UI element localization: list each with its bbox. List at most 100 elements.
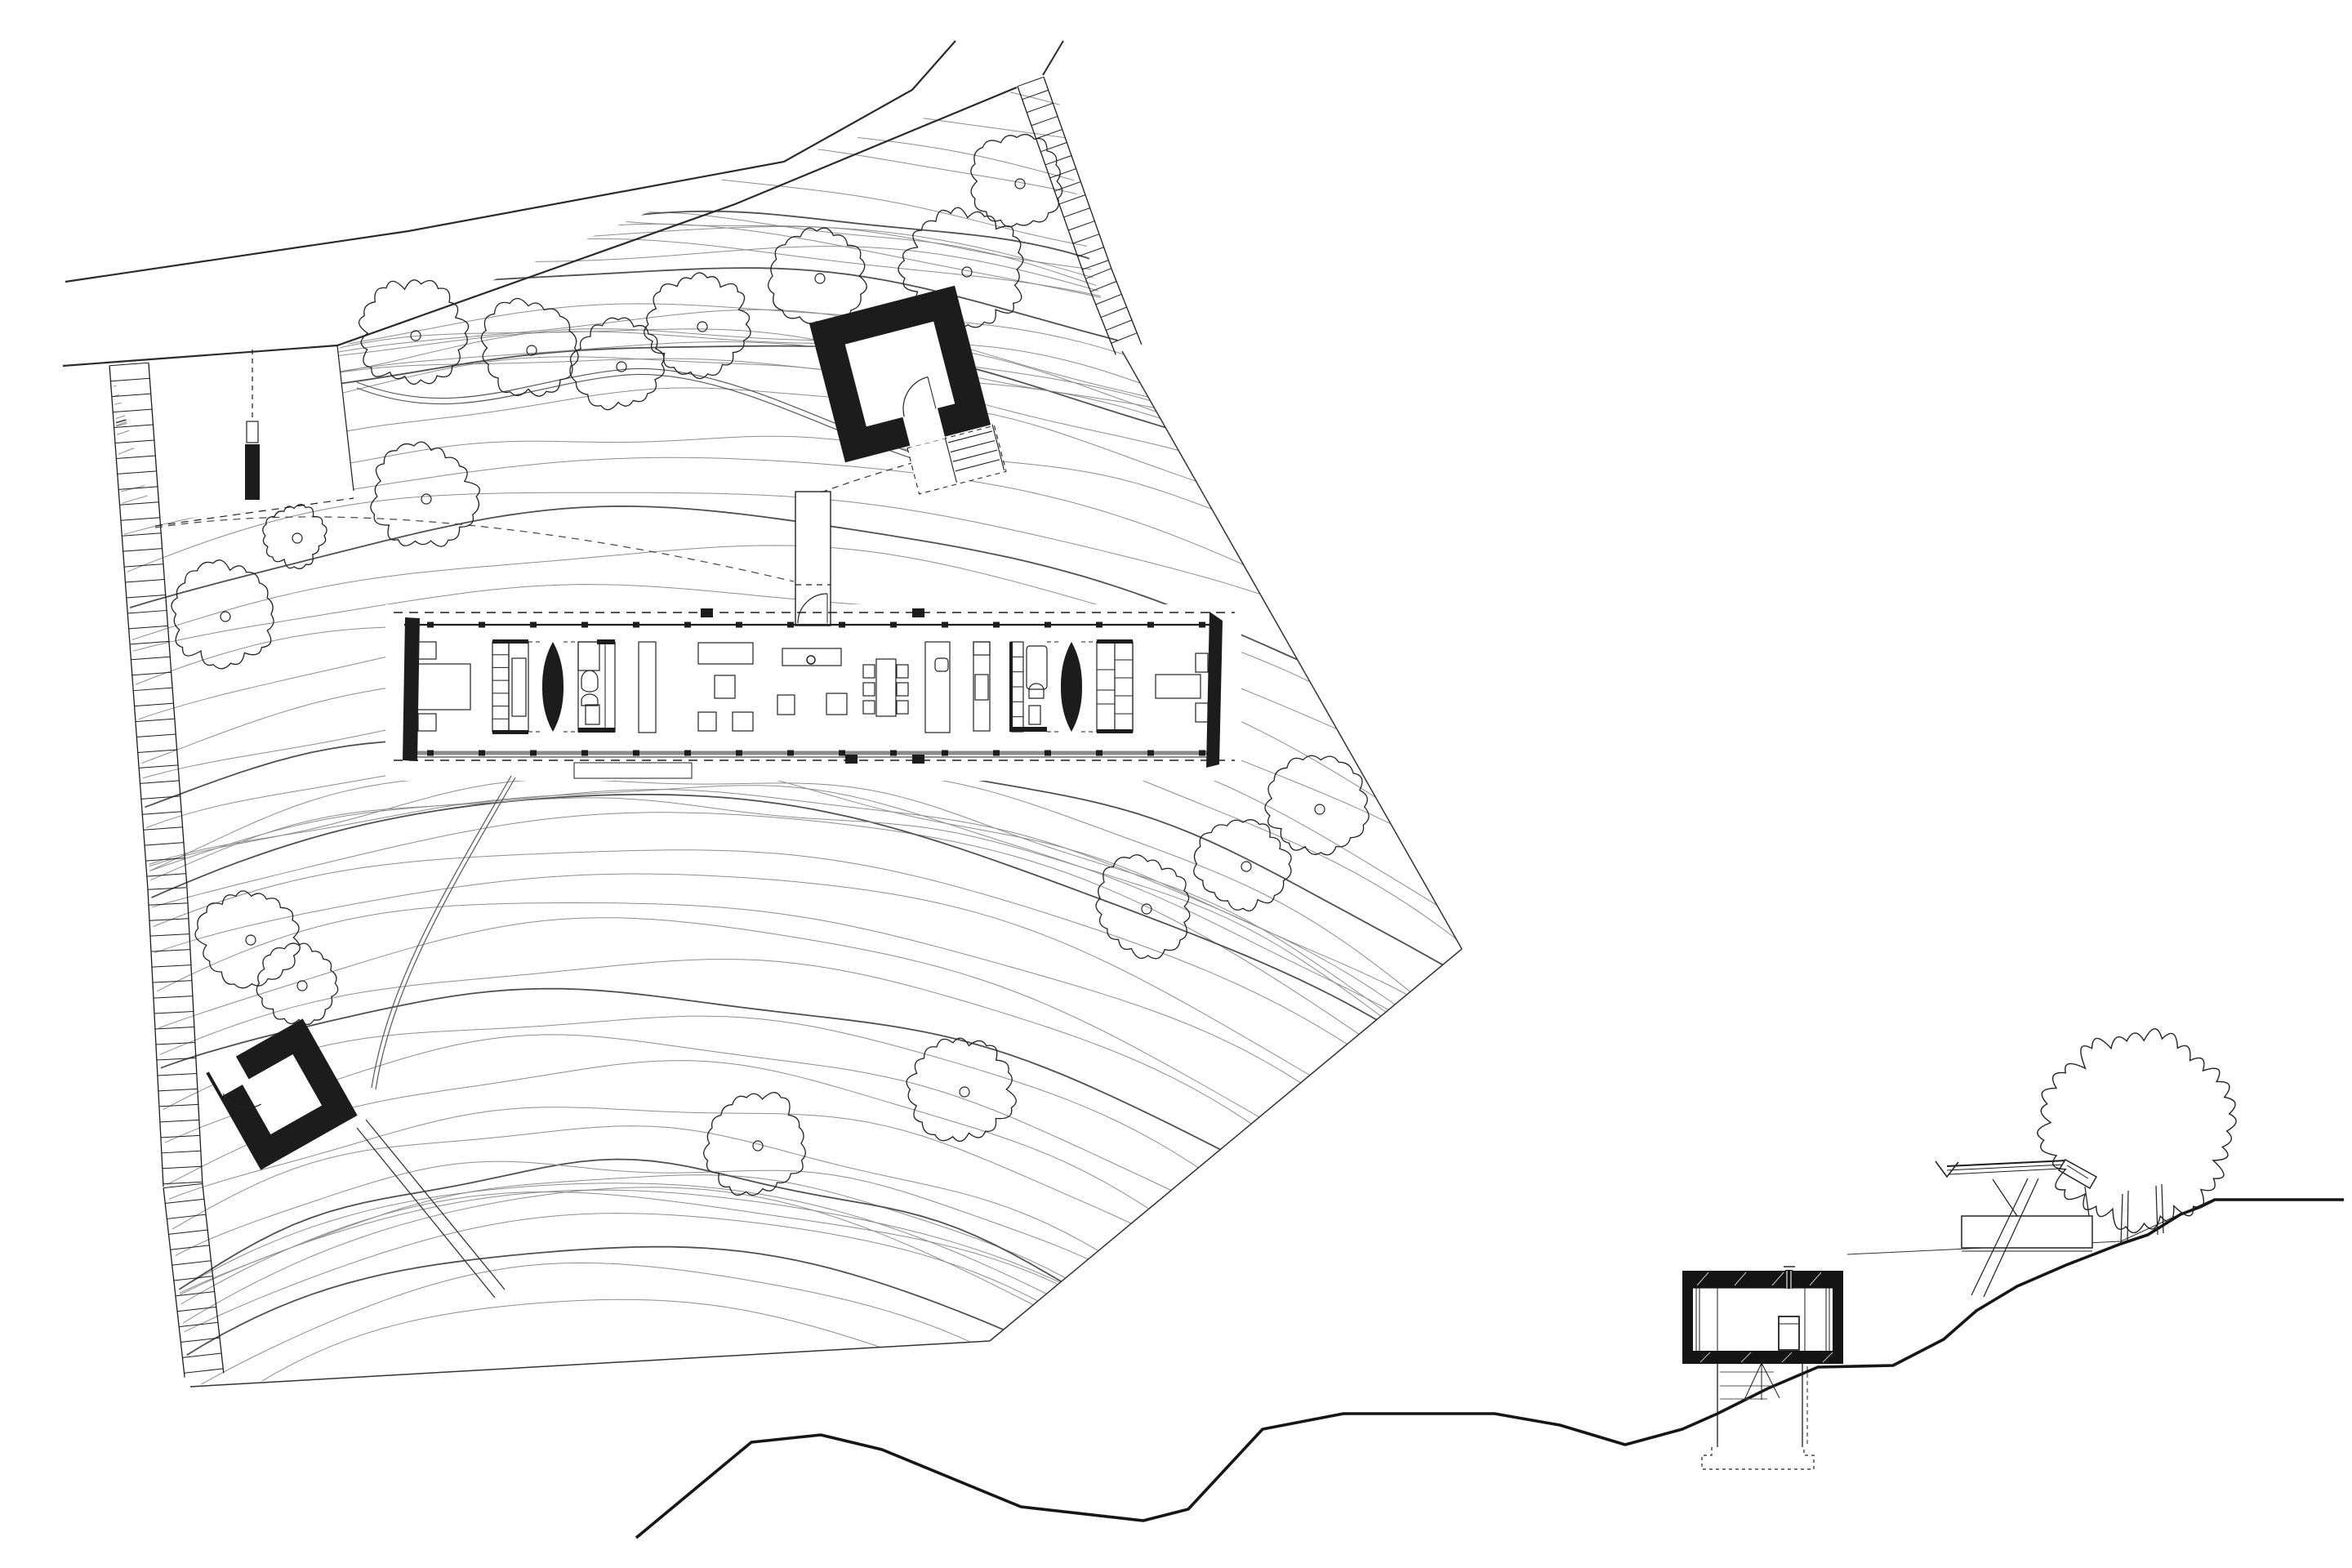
road-lower-edge (62, 86, 1018, 368)
column-mark (839, 621, 845, 628)
tree-canopy (906, 1037, 1017, 1143)
fireplace-core (542, 642, 564, 732)
boundary-line (989, 948, 1463, 1342)
footpath-to-lower-garden (375, 777, 516, 1090)
pavilion-section (1682, 1266, 1843, 1470)
footpath-to-lower-garden (371, 775, 512, 1089)
roof-plane (1948, 1168, 2062, 1175)
sink (934, 657, 949, 672)
support-strut (2084, 1186, 2090, 1217)
column-mark (736, 750, 742, 756)
tree-trunk (959, 1086, 970, 1098)
contour-line (112, 785, 1462, 1081)
wall-cap (1009, 642, 1013, 732)
footpath-to-pavilion (356, 368, 917, 455)
column-mark (1199, 621, 1205, 628)
chair (896, 700, 909, 715)
chair (732, 711, 754, 732)
column-mark (684, 621, 691, 628)
tree-trunk (410, 330, 421, 341)
chair (896, 664, 909, 679)
tree-trunk (1314, 804, 1325, 815)
column-mark (530, 750, 537, 756)
tree-canopy (171, 559, 274, 670)
roof-plane (1946, 1160, 2068, 1167)
path-dashed (817, 461, 915, 494)
tree-canopy (359, 279, 470, 385)
chair (862, 700, 875, 715)
contour-line (112, 762, 1462, 1056)
parking-edge (336, 345, 354, 492)
parking-apron (110, 345, 354, 523)
column-mark (993, 750, 1000, 756)
tree-canopy (1264, 755, 1370, 856)
tree-trunk (697, 321, 708, 332)
tree-trunk (526, 345, 537, 356)
door-opening (207, 1054, 250, 1096)
nightstand (417, 713, 437, 732)
entry-mark (701, 608, 713, 617)
nightstand (417, 641, 437, 660)
tree-canopy (898, 207, 1024, 328)
wall-cap (492, 730, 528, 734)
entry-mark (845, 755, 858, 764)
chair (896, 682, 909, 697)
contour-line (112, 545, 1462, 796)
tree-trunk (296, 980, 308, 991)
tree-canopy (970, 133, 1063, 228)
tree-canopy (370, 441, 480, 547)
desk (1155, 674, 1201, 699)
footpath-dashed (154, 516, 795, 582)
tree-canopy (1095, 854, 1191, 960)
column-mark (1096, 750, 1102, 756)
column-mark (479, 750, 485, 756)
cabinet-inner (974, 674, 989, 701)
trees (171, 133, 1370, 1196)
main-house-floor-plan (394, 608, 1235, 779)
fixture (581, 670, 599, 693)
roof-fascia (2057, 1158, 2098, 1190)
column-mark (1096, 621, 1102, 628)
column-mark (890, 621, 897, 628)
door-opening (902, 406, 946, 448)
column-mark (581, 621, 588, 628)
house-section (1935, 1028, 2237, 1298)
tree-trunk (292, 532, 303, 544)
tree-canopy (262, 503, 327, 570)
tree-trunk (961, 266, 973, 278)
fixture (581, 693, 599, 706)
wall-cap (492, 639, 528, 644)
support-strut (1983, 1178, 2039, 1298)
tree-canopy (1193, 819, 1292, 911)
door-swing-arc (222, 1093, 261, 1109)
boundary-line (1121, 350, 1463, 950)
road (62, 40, 1064, 368)
entrance-gate-bar (245, 444, 260, 500)
column-mark (427, 621, 434, 628)
column-mark (684, 750, 691, 756)
bath-cabinet (585, 704, 600, 725)
wall-cap (597, 639, 615, 644)
contour-line (112, 902, 1462, 1250)
tree-canopy (256, 942, 339, 1026)
tree-canopy (644, 272, 751, 380)
column-mark (530, 621, 537, 628)
wall-cap (578, 728, 615, 733)
garden-pavilion-upper (808, 285, 1007, 495)
boundary-hatch-west (109, 362, 225, 1378)
floor-slab (1682, 1351, 1843, 1364)
gutter-notch (1935, 1160, 1959, 1178)
wall-right (1833, 1271, 1843, 1364)
tree-trunk (2155, 1185, 2158, 1236)
stair-platform (906, 425, 1007, 495)
tree-trunk (421, 493, 432, 505)
tree-trunk (752, 1140, 764, 1152)
tree-canopy-section (2037, 1028, 2237, 1234)
tree-canopy (480, 297, 579, 397)
road-upper-edge (65, 40, 956, 283)
column-mark (942, 750, 948, 756)
tree-trunk (2127, 1190, 2129, 1244)
parking-area (154, 345, 795, 582)
